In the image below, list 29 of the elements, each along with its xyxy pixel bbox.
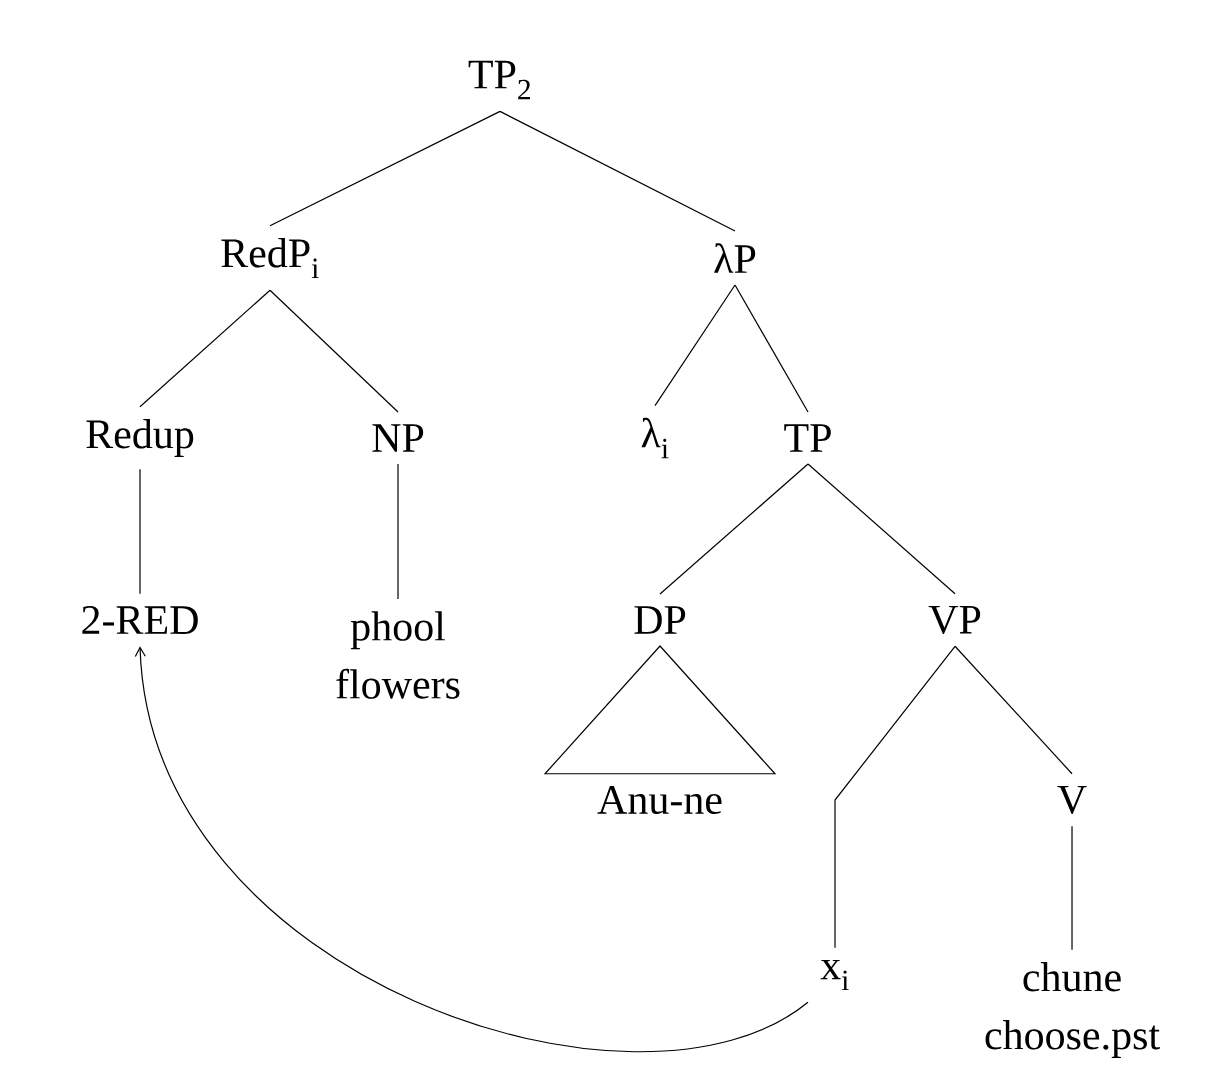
tree-label: VP — [928, 605, 981, 635]
tree-branch — [269, 289, 399, 413]
tree-branch — [499, 110, 736, 232]
tree-label: phool flowers — [336, 611, 460, 699]
tree-label: NP — [372, 424, 424, 452]
tree-label: 2-RED — [82, 606, 198, 634]
tree-branch — [397, 463, 399, 600]
movement-arrow — [134, 646, 809, 1053]
tree-label: TP$_{2}$ — [468, 60, 530, 100]
tree-branch — [734, 284, 809, 413]
tree-label: RedP$_{i}$ — [221, 238, 319, 278]
tree-label: TP — [784, 424, 831, 452]
tree-branch — [1071, 825, 1073, 951]
tree-branch — [807, 463, 956, 595]
tree-label: DP — [634, 606, 686, 634]
tree-label: Redup — [86, 418, 194, 458]
tree-branch — [659, 463, 809, 595]
tree-label: λP — [714, 243, 756, 273]
tree-branch — [954, 645, 1073, 775]
tree-branch — [139, 289, 271, 408]
tree-branch — [269, 110, 501, 227]
tree-label: Anu-ne — [597, 785, 722, 815]
tree-label: V — [1057, 785, 1087, 815]
tree-branch — [139, 468, 141, 595]
tree-label: λ$_{i}$ — [641, 417, 669, 459]
tree-label: x$_{i}$ — [820, 959, 849, 991]
tree-branch — [834, 645, 956, 949]
tree-branch — [654, 284, 736, 407]
tree-label: chune choose.pst — [985, 961, 1160, 1059]
